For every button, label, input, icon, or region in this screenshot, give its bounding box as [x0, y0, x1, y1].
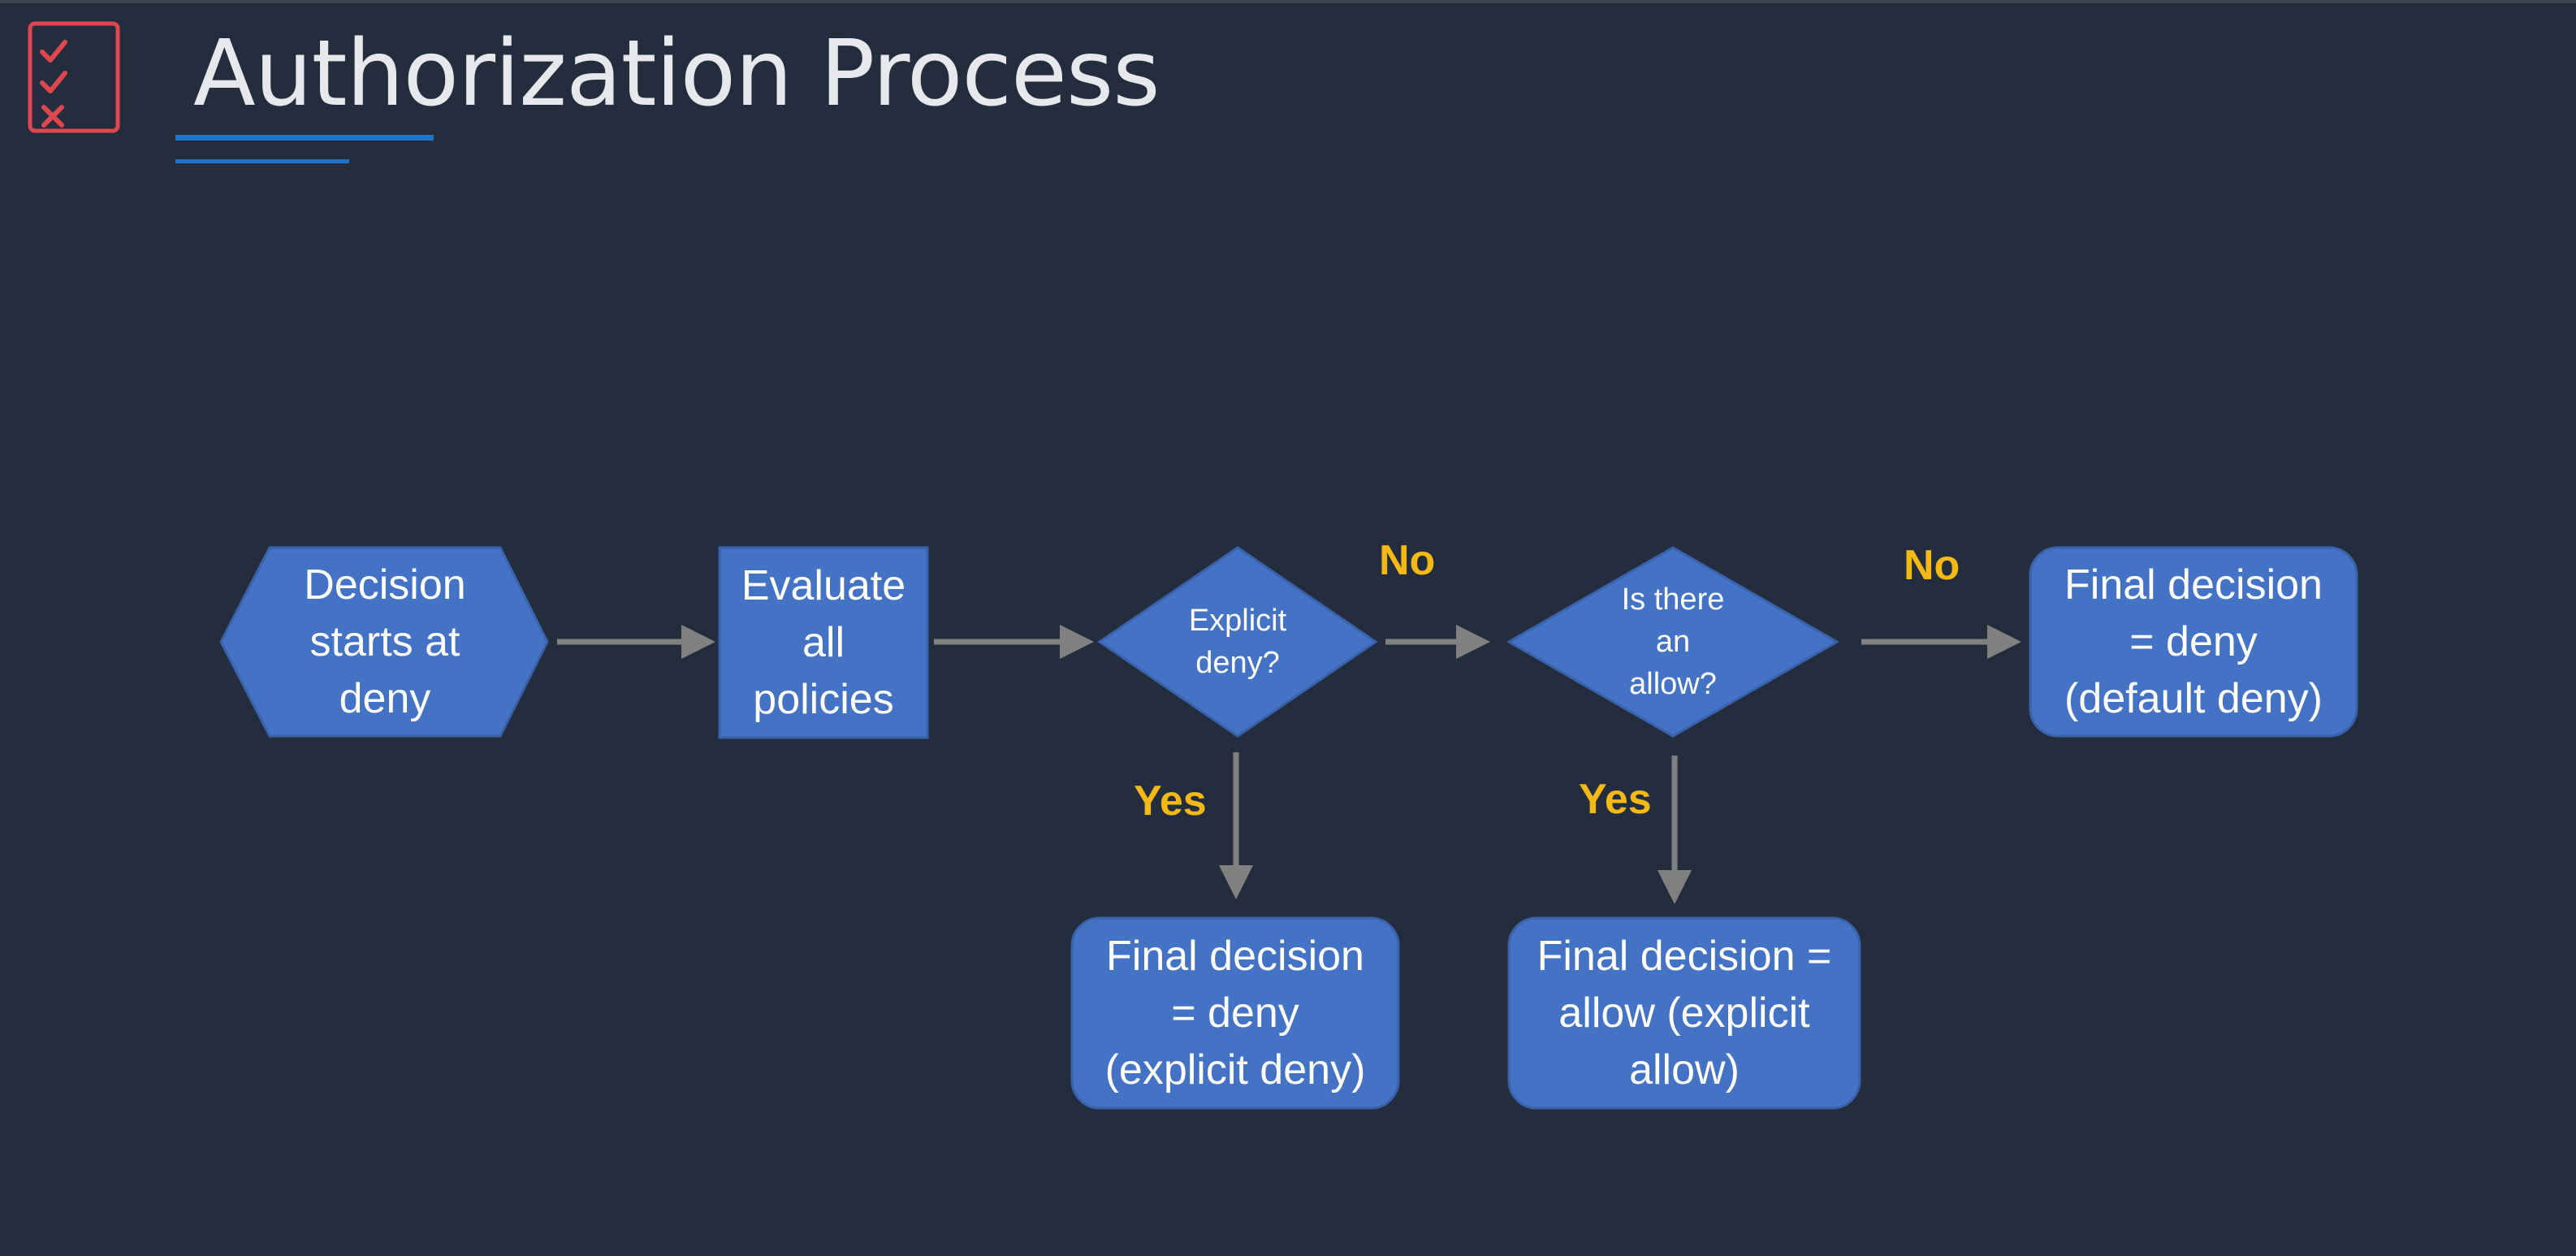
evaluate-node-shape: [718, 546, 929, 739]
explicit-allow-result-shape: [1507, 916, 1861, 1110]
explicit-deny-decision-shape: [1097, 546, 1378, 738]
title-underline: [175, 135, 434, 141]
checklist-icon: [28, 21, 120, 133]
branch-label-allow-no: No: [1904, 542, 1960, 589]
top-border: [0, 0, 2576, 3]
start-node-shape: [219, 546, 549, 738]
branch-label-allow-yes: Yes: [1579, 776, 1652, 823]
allow-decision-shape: [1506, 546, 1840, 738]
explicit-deny-result-shape: [1070, 916, 1400, 1110]
default-deny-node-shape: [2029, 546, 2358, 738]
slide-title: Authorization Process: [193, 21, 1160, 127]
branch-label-deny-no: No: [1379, 537, 1436, 584]
title-underline-secondary: [175, 159, 349, 163]
branch-label-deny-yes: Yes: [1134, 777, 1207, 825]
